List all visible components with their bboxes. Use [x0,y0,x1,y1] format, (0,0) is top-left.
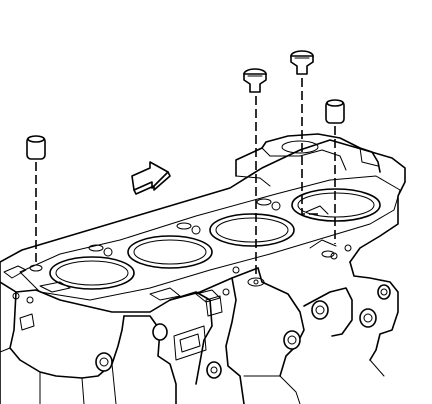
cylinder-head-bolt-right [290,50,329,215]
engine-block [0,133,406,404]
head-gasket [19,175,401,301]
front-of-engine-arrow-icon [131,161,171,195]
locating-dowel-left [26,135,46,272]
cylinder-head-bolt-left [243,68,267,287]
block-bosses [19,284,391,379]
locating-dowel-right [309,99,345,258]
